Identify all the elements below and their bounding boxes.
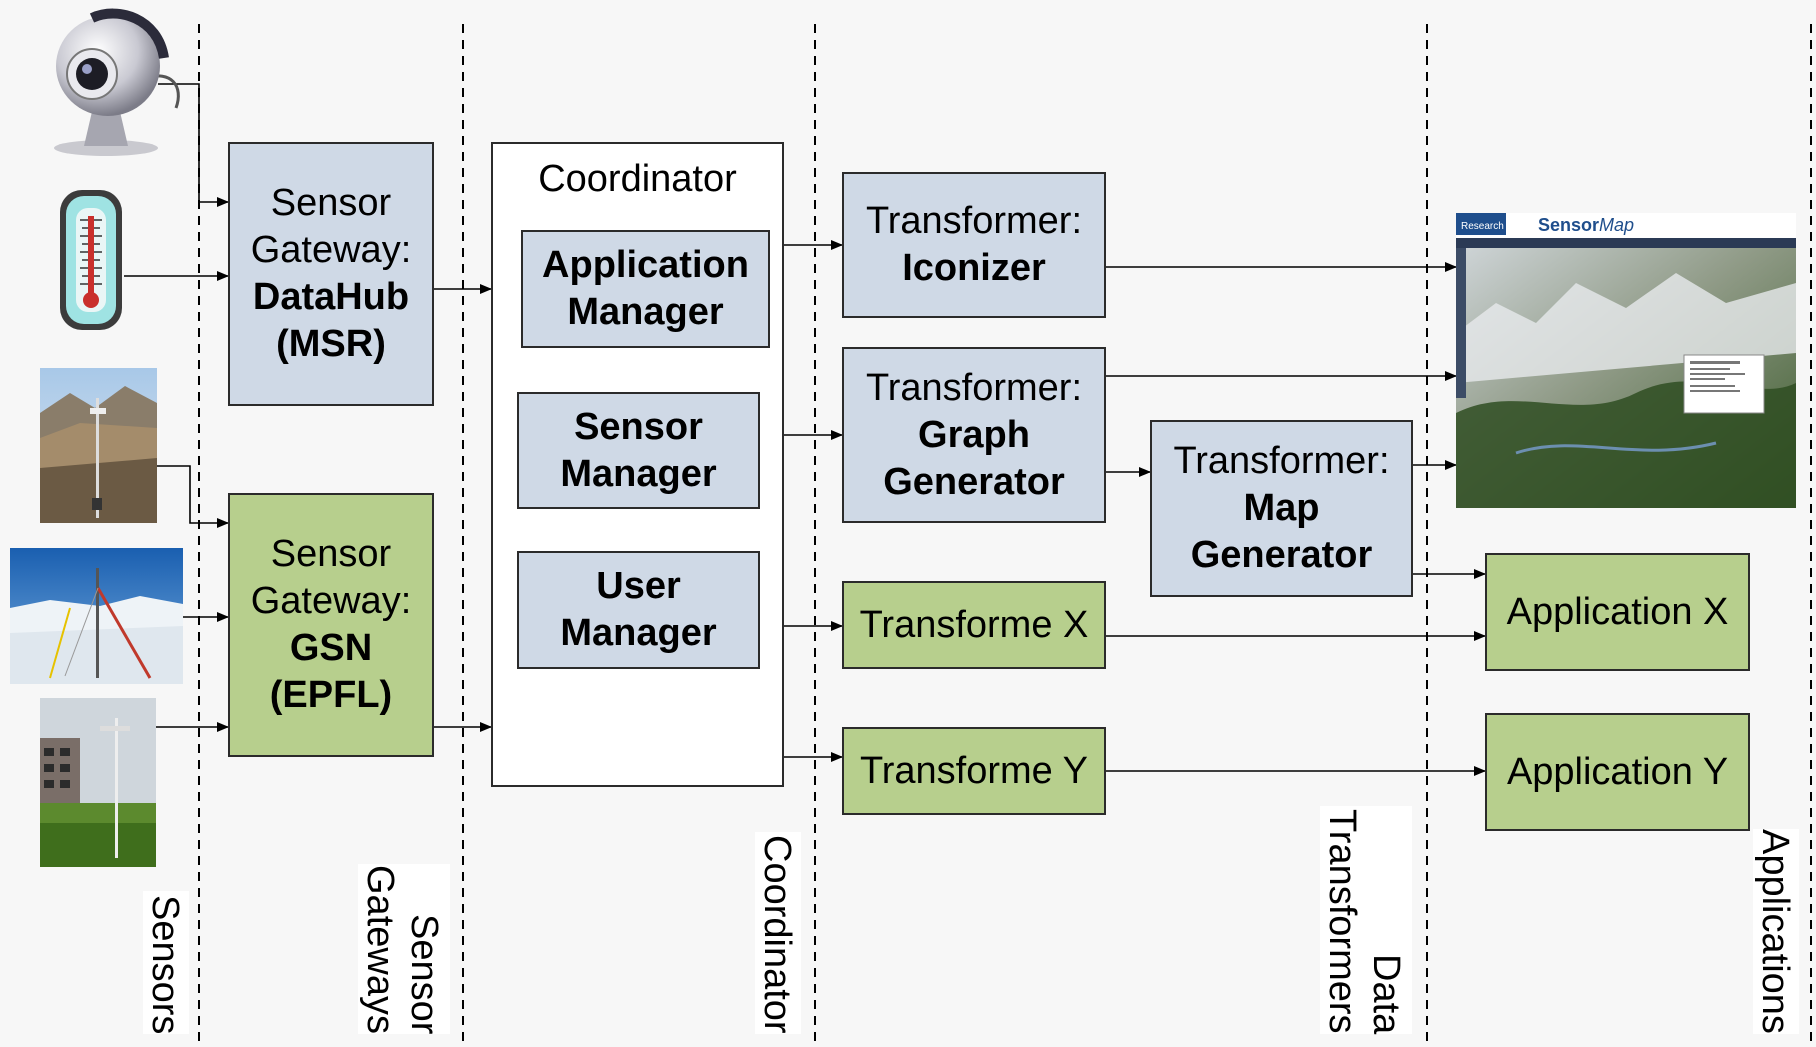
webcam-icon [54,8,180,156]
thermometer-icon [60,190,122,330]
transformers-label-1: Data [1365,953,1407,1034]
sensor-manager: Sensor Manager [517,392,760,509]
svg-text:SensorMap: SensorMap [1538,215,1634,235]
graph-label-2: Graph [918,413,1030,456]
rooftop-station-photo [40,698,156,867]
map-label-3: Generator [1190,534,1373,576]
map-label-2: Map [1243,487,1320,529]
transformer-graph-generator: Transformer: Graph Generator [842,347,1106,523]
user-manager: User Manager [517,551,760,669]
application-x: Application X [1485,553,1750,671]
sensors-label: Sensors [144,894,186,1034]
datahub-label-4: (MSR) [276,323,386,365]
transformer-x: Transforme X [842,581,1106,669]
coordinator-title: Coordinator [538,158,737,200]
transformers-label-2: Transformers [1321,809,1363,1034]
iconizer-label-2: Iconizer [902,247,1046,289]
arrow-webcam-datahub [158,83,229,207]
sensormap-brand-a: Sensor [1538,215,1599,235]
transformer-map-generator: Transformer: Map Generator [1150,420,1413,597]
gsn-label-2: Gateway: [250,580,412,622]
research-brand: Research [1461,221,1504,232]
column-label-applications: Applications [1753,829,1799,1034]
sensormap-screenshot: Research SensorMap [1456,213,1796,508]
gsn-label-4: (EPFL) [269,674,393,716]
gateways-label-1: Sensor [403,913,445,1034]
weather-station-photo [40,368,157,523]
application-y: Application Y [1485,713,1750,831]
user-manager-label-2: Manager [560,612,717,654]
user-manager-label-1: User [596,565,681,607]
app-manager-label-2: Manager [567,291,724,333]
app-y-label: Application Y [1506,750,1729,793]
application-manager: Application Manager [521,230,770,348]
graph-label-1: Transformer: [865,366,1083,409]
column-label-gateways: Sensor Gateways [358,864,450,1034]
app-manager-label-1: Application [542,244,749,286]
column-label-sensors: Sensors [143,891,189,1034]
datahub-label-2: Gateway: [250,229,412,271]
gateways-label-2: Gateways [359,865,401,1034]
map-label-1: Transformer: [1173,440,1390,482]
sensor-gateway-gsn: Sensor Gateway: GSN (EPFL) [228,493,434,757]
app-x-label: Application X [1506,590,1729,633]
snow-station-photo [10,548,183,684]
sensor-manager-label-1: Sensor [574,405,703,448]
datahub-label-3: DataHub [252,276,410,318]
column-label-coordinator: Coordinator [755,832,801,1034]
transformer-iconizer: Transformer: Iconizer [842,172,1106,318]
sensormap-brand-b: Map [1599,215,1634,235]
coordinator-column-label: Coordinator [756,835,798,1034]
datahub-label-1: Sensor [270,182,392,224]
gsn-label-1: Sensor [270,533,392,575]
arrow-station1-gsn [157,465,229,528]
transform-y-label: Transforme Y [859,749,1089,792]
sensor-manager-label-2: Manager [560,452,717,495]
iconizer-label-1: Transformer: [865,200,1083,242]
applications-label: Applications [1754,829,1796,1034]
sensor-gateway-datahub: Sensor Gateway: DataHub (MSR) [228,142,434,406]
column-separators [198,24,1812,1047]
graph-label-3: Generator [883,460,1065,503]
transform-x-label: Transforme X [859,603,1089,646]
transformer-y: Transforme Y [842,727,1106,815]
column-label-transformers: Data Transformers [1320,806,1412,1034]
gsn-label-3: GSN [289,627,373,669]
